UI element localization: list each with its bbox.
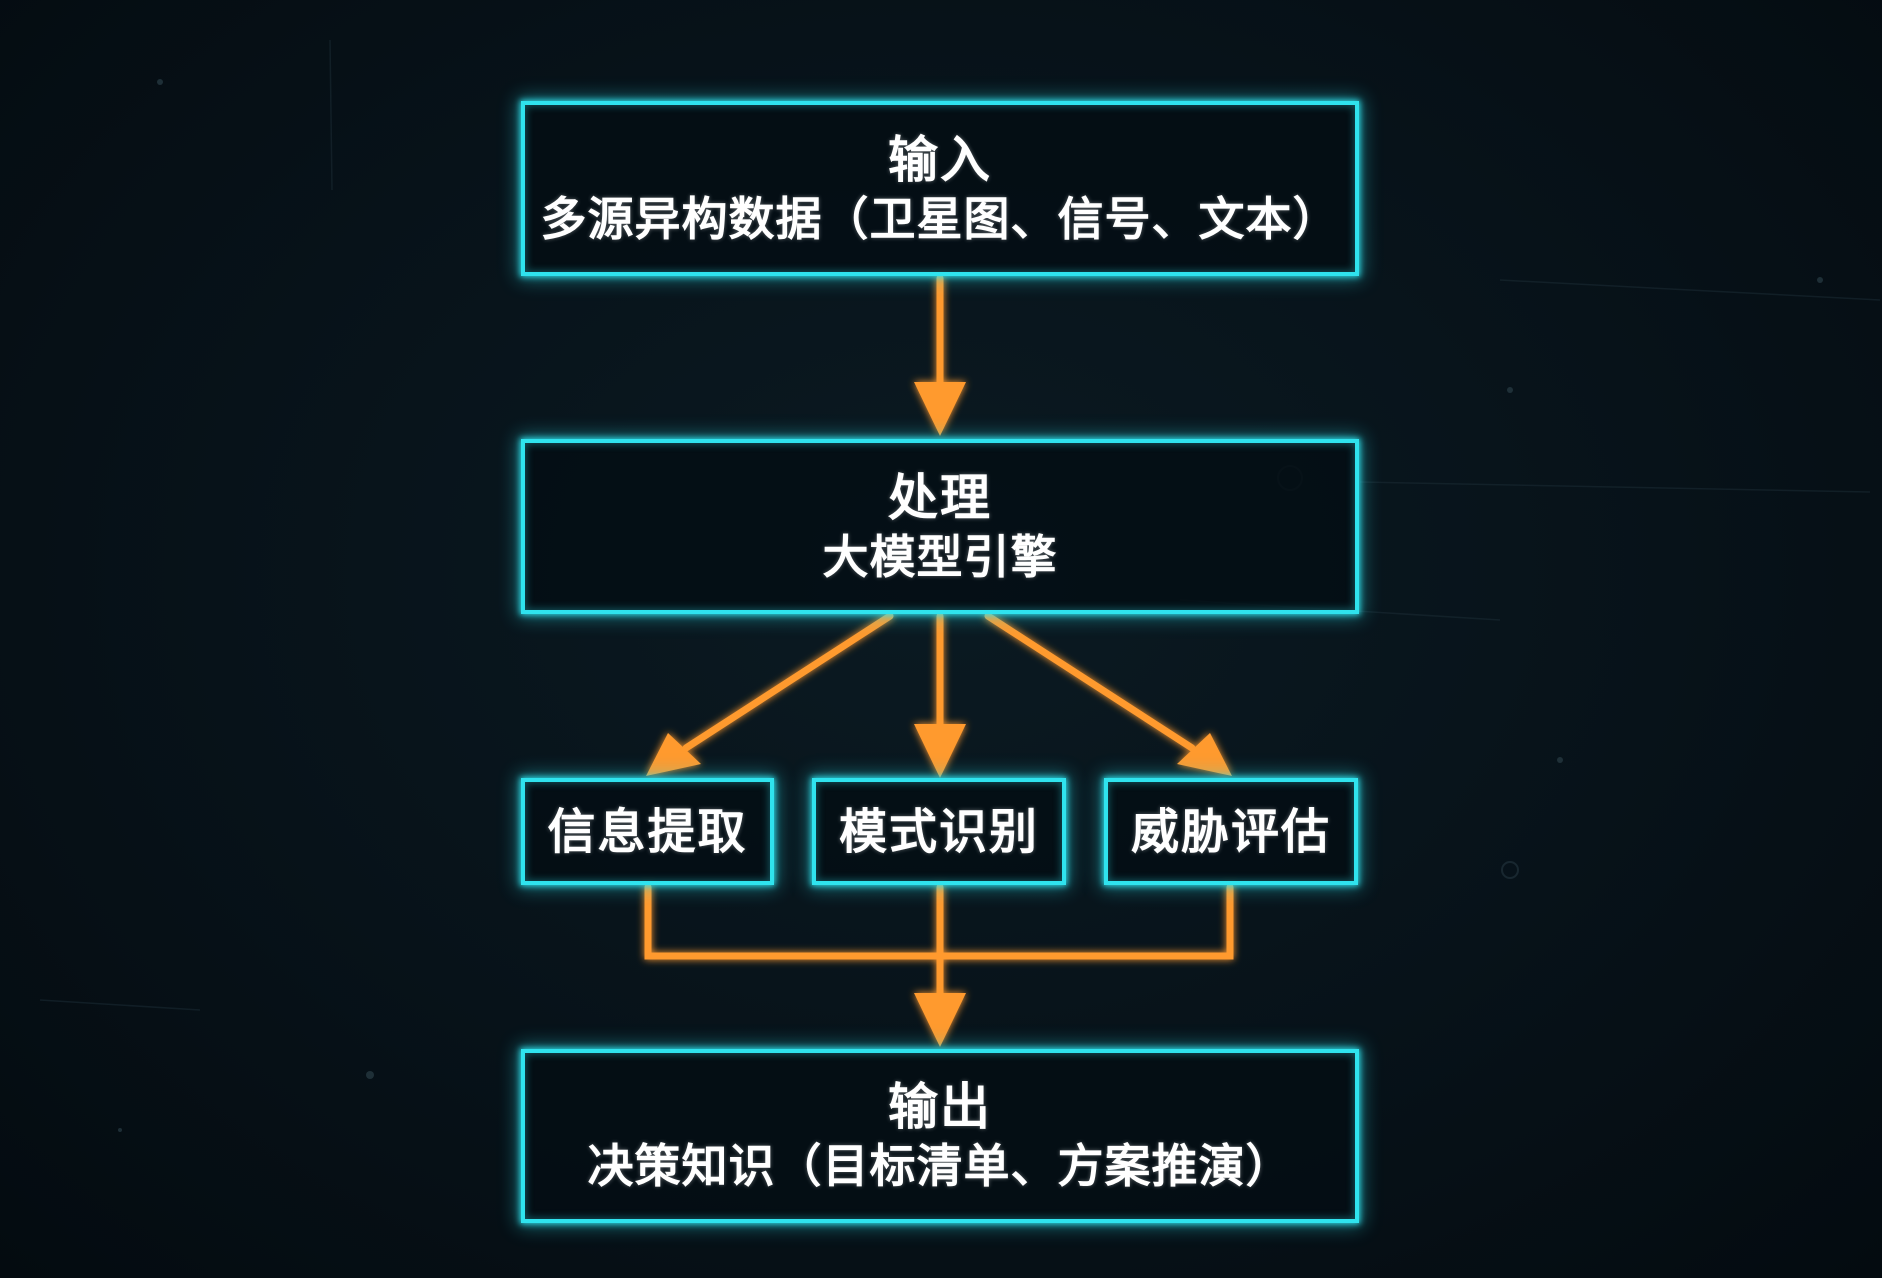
input-box: 输入 多源异构数据（卫星图、信号、文本） (521, 101, 1359, 276)
pattern-recognition-label: 模式识别 (838, 803, 1039, 860)
pattern-recognition-box: 模式识别 (812, 778, 1066, 885)
bottom-border (0, 1278, 1882, 1281)
info-extraction-label: 信息提取 (547, 803, 748, 860)
threat-assessment-label: 威胁评估 (1130, 803, 1331, 860)
process-title: 处理 (888, 468, 992, 527)
output-box: 输出 决策知识（目标清单、方案推演） (521, 1049, 1359, 1223)
output-title: 输出 (888, 1078, 992, 1136)
output-subtitle: 决策知识（目标清单、方案推演） (587, 1139, 1293, 1193)
input-subtitle: 多源异构数据（卫星图、信号、文本） (540, 191, 1340, 246)
info-extraction-box: 信息提取 (521, 778, 774, 885)
process-box: 处理 大模型引擎 (521, 439, 1359, 614)
process-subtitle: 大模型引擎 (822, 529, 1058, 584)
input-title: 输入 (888, 130, 992, 189)
threat-assessment-box: 威胁评估 (1104, 778, 1358, 885)
